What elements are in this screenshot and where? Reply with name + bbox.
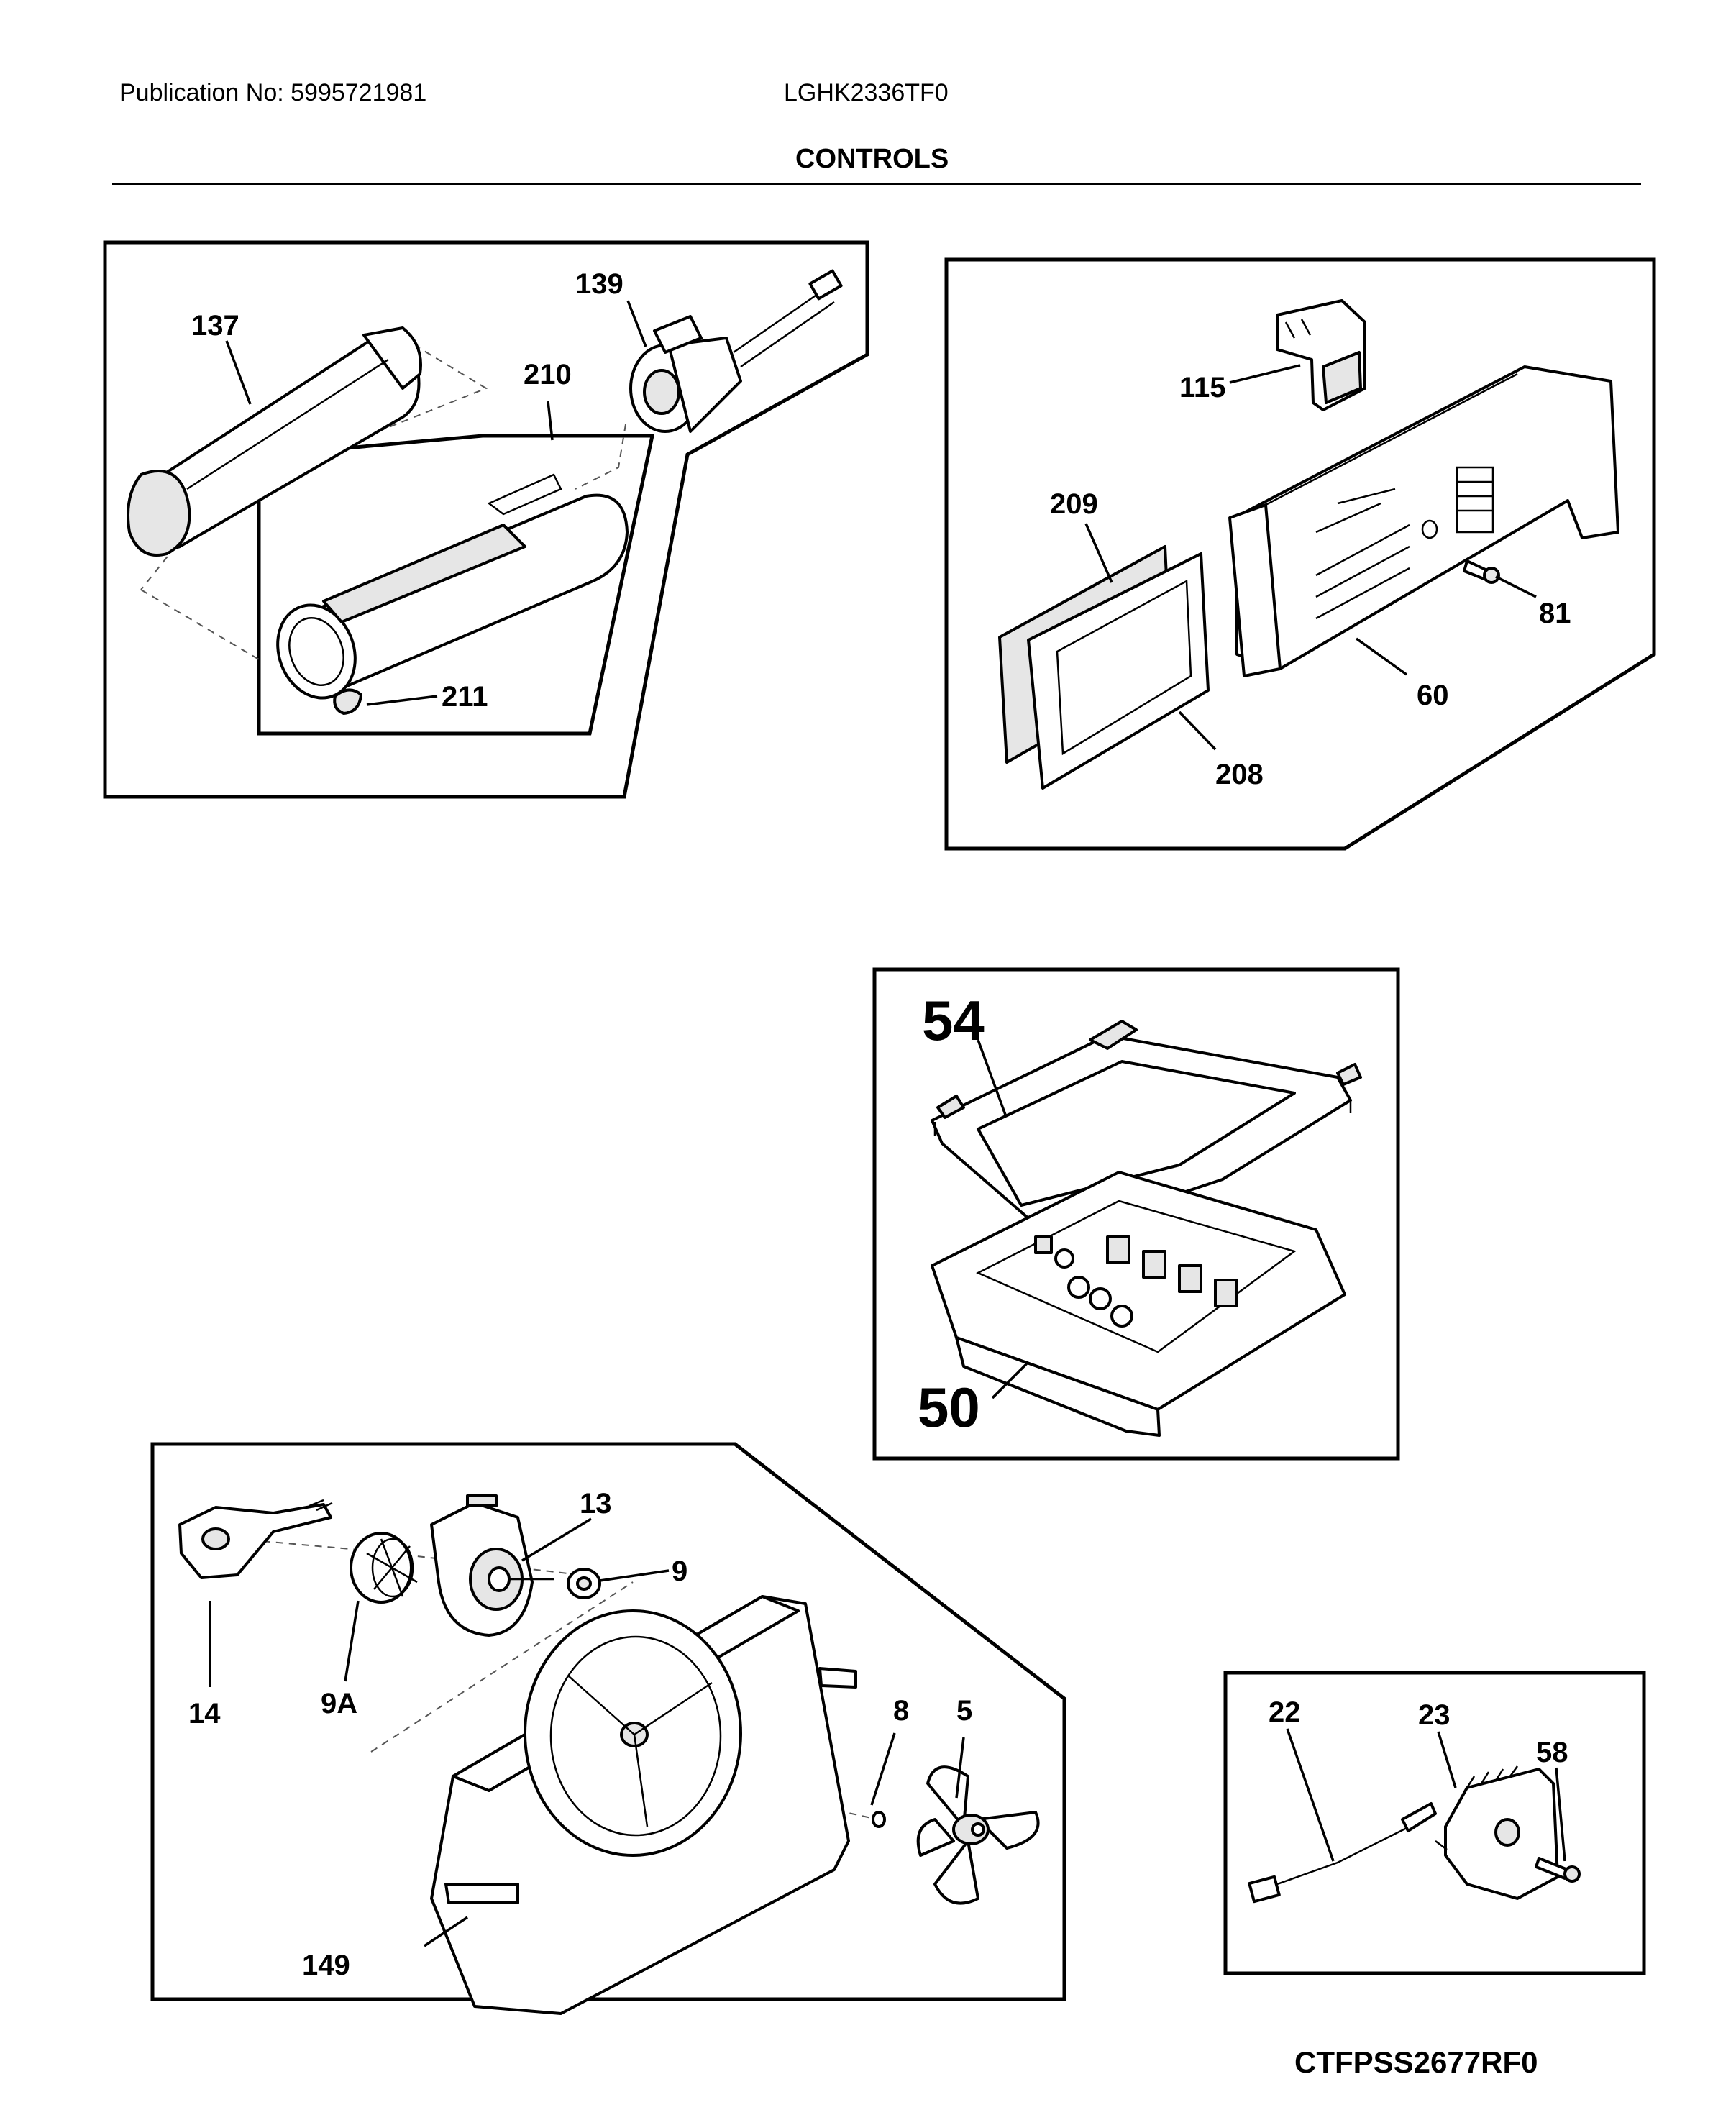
publication-number: Publication No: 5995721981 — [119, 79, 427, 106]
thermistor-22 — [1248, 1802, 1437, 1904]
bracket-14 — [178, 1499, 333, 1579]
callout-14: 14 — [188, 1698, 221, 1730]
page-title: CONTROLS — [795, 144, 949, 174]
panel-frame-thermistor — [1223, 1671, 1646, 1975]
panel-frame-control-board — [872, 967, 1400, 1461]
header-divider — [112, 183, 1641, 185]
washer-8 — [872, 1811, 886, 1828]
callout-209: 209 — [1050, 488, 1098, 520]
callout-81: 81 — [1539, 598, 1571, 629]
callout-9a: 9A — [321, 1688, 357, 1719]
callout-54: 54 — [922, 989, 985, 1052]
panel-fan-assembly: 14 9A 13 9 8 5 149 — [150, 1442, 1066, 2015]
panel-thermistor: 22 23 58 — [1223, 1671, 1646, 1975]
panel-control-board: 54 50 — [872, 967, 1400, 1461]
fan-blade-5 — [916, 1765, 1040, 1905]
callout-211: 211 — [442, 681, 488, 713]
callout-115: 115 — [1179, 372, 1226, 403]
fan-wheel-9a — [350, 1532, 418, 1604]
callout-139: 139 — [575, 268, 623, 300]
model-number: LGHK2336TF0 — [784, 79, 949, 106]
panel-frame-water-filter — [103, 240, 869, 799]
screw-81 — [1463, 559, 1500, 584]
panel-water-filter: 137 139 210 211 — [103, 240, 869, 799]
fan-shroud-149 — [430, 1595, 857, 2015]
filter-frame-208 — [1027, 552, 1210, 790]
diagram-code: CTFPSS2677RF0 — [1294, 2045, 1538, 2079]
panel-frame-fan-assembly — [150, 1442, 1066, 2001]
callout-208: 208 — [1215, 759, 1264, 790]
board-cover-frame-54 — [931, 1020, 1362, 1238]
callout-60: 60 — [1417, 680, 1449, 711]
vent-slats — [1315, 466, 1494, 620]
filter-housing-210 — [276, 473, 629, 700]
callout-22: 22 — [1269, 1696, 1301, 1728]
circuit-components — [1034, 1235, 1238, 1328]
callout-9: 9 — [672, 1555, 687, 1587]
clip-211 — [333, 688, 362, 715]
screw-58 — [1535, 1857, 1581, 1883]
callout-5: 5 — [956, 1695, 972, 1727]
callout-8: 8 — [893, 1695, 909, 1727]
callout-137: 137 — [191, 310, 239, 342]
callout-13: 13 — [580, 1488, 612, 1520]
nut-9 — [567, 1568, 601, 1599]
fan-motor-13 — [430, 1494, 554, 1637]
callout-149: 149 — [302, 1950, 350, 1981]
callout-50: 50 — [918, 1376, 980, 1439]
panel-frame-air-filter — [944, 257, 1656, 851]
air-filter-housing-60 — [1228, 365, 1619, 677]
filter-head-139 — [629, 269, 843, 433]
part-115 — [1276, 299, 1366, 411]
callout-23: 23 — [1418, 1699, 1451, 1731]
panel-air-filter: 115 209 81 60 208 — [944, 257, 1656, 851]
callout-58: 58 — [1536, 1737, 1568, 1768]
callout-210: 210 — [524, 359, 572, 390]
control-board-housing-50 — [931, 1171, 1346, 1437]
filter-cartridge-137 — [127, 326, 422, 557]
